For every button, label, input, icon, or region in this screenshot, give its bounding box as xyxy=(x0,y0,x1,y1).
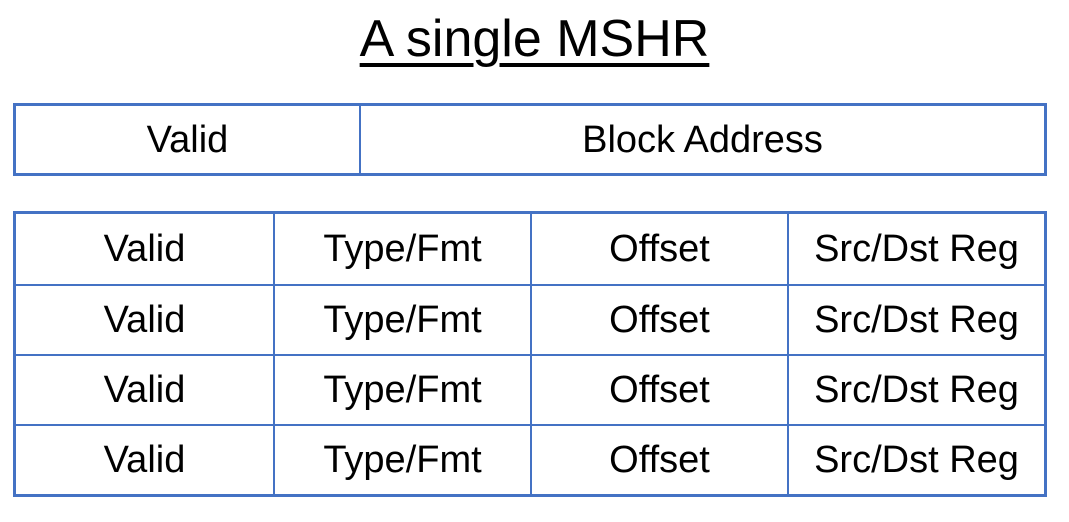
type-fmt-cell: Type/Fmt xyxy=(273,214,530,284)
src-dst-reg-cell: Src/Dst Reg xyxy=(787,214,1044,284)
type-fmt-cell: Type/Fmt xyxy=(273,354,530,424)
block-address-cell: Block Address xyxy=(358,106,1044,173)
mshr-register-table: Valid Block Address xyxy=(13,103,1047,176)
src-dst-reg-cell: Src/Dst Reg xyxy=(787,424,1044,494)
offset-cell: Offset xyxy=(530,424,787,494)
valid-cell: Valid xyxy=(16,424,273,494)
src-dst-reg-cell: Src/Dst Reg xyxy=(787,354,1044,424)
type-fmt-cell: Type/Fmt xyxy=(273,424,530,494)
diagram-title: A single MSHR xyxy=(0,10,1069,70)
valid-cell: Valid xyxy=(146,118,229,161)
valid-cell: Valid xyxy=(16,354,273,424)
valid-cell: Valid xyxy=(103,228,186,270)
diagram-title-text: A single MSHR xyxy=(359,10,710,68)
offset-cell: Offset xyxy=(530,214,787,284)
offset-cell: Offset xyxy=(530,284,787,354)
mshr-subentry-table: Valid Type/Fmt Offset Src/Dst Reg Valid … xyxy=(13,211,1047,497)
src-dst-reg-cell: Src/Dst Reg xyxy=(787,284,1044,354)
valid-cell: Valid xyxy=(16,284,273,354)
type-fmt-cell: Type/Fmt xyxy=(273,284,530,354)
offset-cell: Offset xyxy=(530,354,787,424)
